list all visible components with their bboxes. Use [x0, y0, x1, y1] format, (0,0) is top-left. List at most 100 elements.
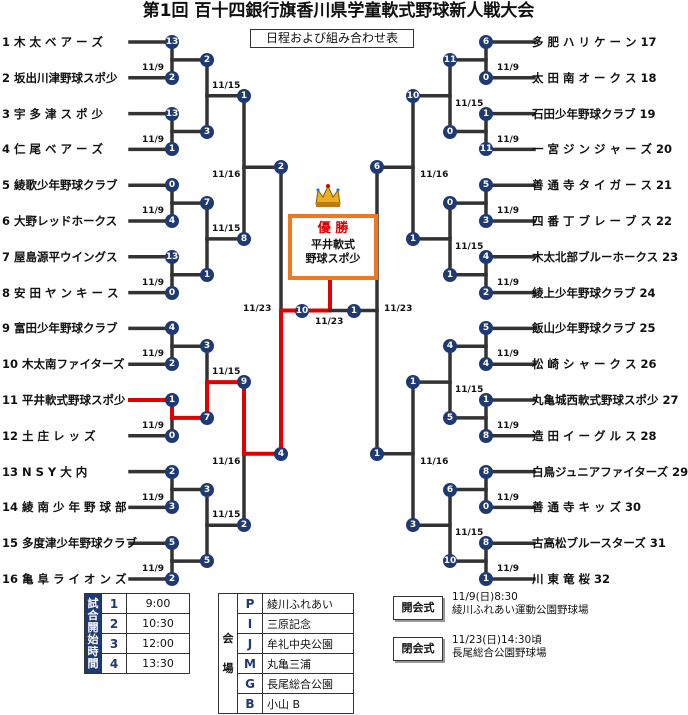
tournament-bracket — [128, 40, 536, 581]
team-label: 一 宮 ジ ン ジ ャ ー ズ 20 — [532, 142, 673, 157]
round3-score-circle: 3 — [406, 518, 420, 533]
round2-score-circle: 2 — [200, 52, 214, 67]
round1-score-circle: 11 — [479, 142, 493, 157]
round-date-label: 11/15 — [455, 241, 484, 252]
opening-label: 開会式 — [393, 596, 443, 620]
round-date-label: 11/9 — [142, 62, 165, 73]
round2-score-circle: 10 — [443, 554, 457, 569]
round-date-label: 11/9 — [497, 564, 520, 575]
final-score-circle: 1 — [347, 303, 361, 318]
opening-date: 11/9(日)8:30 — [452, 591, 518, 603]
team-label: 四 番 丁 ブ レ ー ブ ス 22 — [532, 214, 673, 228]
round2-score-circle: 5 — [200, 554, 214, 569]
closing-label: 閉会式 — [393, 637, 443, 661]
round-date-label: 11/16 — [212, 170, 241, 181]
round-date-label: 11/15 — [455, 98, 484, 109]
opening-info: 11/9(日)8:30 綾川ふれあい運動公園野球場 — [452, 591, 589, 617]
round1-score-circle: 0 — [165, 428, 179, 443]
team-label: 7 屋島源平ウイングス — [2, 249, 118, 264]
semifinal-score-circle: 6 — [370, 160, 384, 175]
venue-key: P — [237, 593, 263, 614]
round-date-label: 11/15 — [212, 223, 241, 234]
round1-score-circle: 5 — [479, 321, 493, 336]
venue-name: 綾川ふれあい — [262, 593, 354, 614]
round1-score-circle: 2 — [165, 357, 179, 372]
team-label: 12 土 庄 レ ッ ズ — [2, 428, 96, 443]
schedule-key: 4 — [101, 653, 127, 674]
team-label: 造 田 イ ー グ ル ス 28 — [532, 428, 657, 443]
round3-score-circle: 1 — [406, 231, 420, 246]
round2-score-circle: 0 — [443, 124, 457, 139]
schedule-time: 10:30 — [126, 613, 190, 634]
champion-team-line2: 野球スポ少 — [305, 252, 361, 265]
semifinal-score-circle: 1 — [370, 446, 384, 461]
team-label: 多 肥 ハ リ ケ ー ン 17 — [532, 35, 657, 49]
team-label: 松 崎 シ ャ ー ク ス 26 — [532, 357, 657, 372]
round2-score-circle: 0 — [443, 196, 457, 211]
round-date-label: 11/9 — [142, 420, 165, 431]
crown-icon — [313, 182, 343, 208]
round1-score-circle: 5 — [479, 178, 493, 193]
team-label: 10 木太南ファイターズ — [2, 357, 125, 372]
closing-venue: 長尾総合公園野球場 — [452, 647, 547, 659]
team-label: 6 大野レッドホークス — [2, 214, 118, 228]
round-date-label: 11/15 — [455, 528, 484, 539]
round2-score-circle: 6 — [443, 482, 457, 497]
venue-header: 会場 — [218, 593, 238, 714]
team-label: 3 宇 多 津 ス ポ 少 — [2, 106, 104, 121]
team-label: 善 通 寺 タ イ ガ ー ス 21 — [532, 178, 673, 193]
round1-score-circle: 13 — [165, 249, 179, 264]
venue-key: J — [237, 633, 263, 654]
round3-score-circle: 10 — [406, 88, 420, 103]
round-date-label: 11/16 — [212, 456, 241, 467]
venue-key: G — [237, 673, 263, 694]
round2-score-circle: 3 — [200, 124, 214, 139]
semifinal-score-circle: 4 — [274, 446, 288, 461]
venue-name: 三原記念 — [262, 613, 354, 634]
schedule-key: 3 — [101, 633, 127, 654]
closing-date: 11/23(日)14:30頃 — [452, 634, 542, 646]
round1-score-circle: 1 — [165, 142, 179, 157]
schedule-time: 12:00 — [126, 633, 190, 654]
champion-label: 優 勝 — [317, 221, 349, 236]
round-date-label: 11/16 — [420, 456, 449, 467]
round-date-label: 11/9 — [142, 349, 165, 360]
schedule-key: 1 — [101, 593, 127, 614]
team-label: 善 通 寺 キ ッ ズ 30 — [532, 500, 642, 515]
round1-score-circle: 2 — [479, 285, 493, 300]
round-date-label: 11/23 — [315, 316, 344, 327]
round-date-label: 11/9 — [497, 134, 520, 145]
round2-score-circle: 11 — [443, 52, 457, 67]
team-label: 16 亀 阜 ラ イ オ ン ズ — [2, 572, 127, 586]
team-label: 15 多度津少年野球クラブ — [2, 536, 138, 551]
round-date-label: 11/9 — [142, 492, 165, 503]
round-date-label: 11/9 — [142, 134, 165, 145]
round1-score-circle: 6 — [479, 35, 493, 49]
round1-score-circle: 8 — [479, 536, 493, 551]
champion-box: 優 勝 平井軟式 野球スポ少 — [288, 214, 378, 280]
round-date-label: 11/9 — [142, 277, 165, 288]
round1-score-circle: 1 — [479, 393, 493, 407]
round1-score-circle: 8 — [479, 464, 493, 479]
team-label: 白鳥ジュニアファイターズ 29 — [532, 464, 688, 479]
venue-name: 丸亀三浦 — [262, 653, 354, 674]
round1-score-circle: 13 — [165, 35, 179, 49]
team-label: 14 綾 南 少 年 野 球 部 — [2, 500, 127, 515]
round3-score-circle: 8 — [237, 231, 251, 246]
round1-score-circle: 4 — [165, 214, 179, 228]
venue-key: B — [237, 693, 263, 714]
team-label: 8 安 田 ヤ ン キ ー ス — [2, 285, 119, 300]
round1-score-circle: 5 — [165, 536, 179, 551]
venue-name: 長尾総合公園 — [262, 673, 354, 694]
round1-score-circle: 2 — [165, 464, 179, 479]
round1-score-circle: 4 — [165, 321, 179, 336]
round1-score-circle: 0 — [479, 500, 493, 515]
round-date-label: 11/15 — [212, 510, 241, 521]
team-label: 11 平井軟式野球スポ少 — [2, 393, 126, 407]
round-date-label: 11/9 — [142, 206, 165, 217]
team-label: 1 木 太 ベ ア ー ズ — [2, 35, 104, 49]
team-label: 太 田 南 オ ー ク ス 18 — [532, 70, 657, 85]
venue-name: 小山 B — [262, 693, 354, 714]
venue-name: 牟礼中央公園 — [262, 633, 354, 654]
venue-key: M — [237, 653, 263, 674]
